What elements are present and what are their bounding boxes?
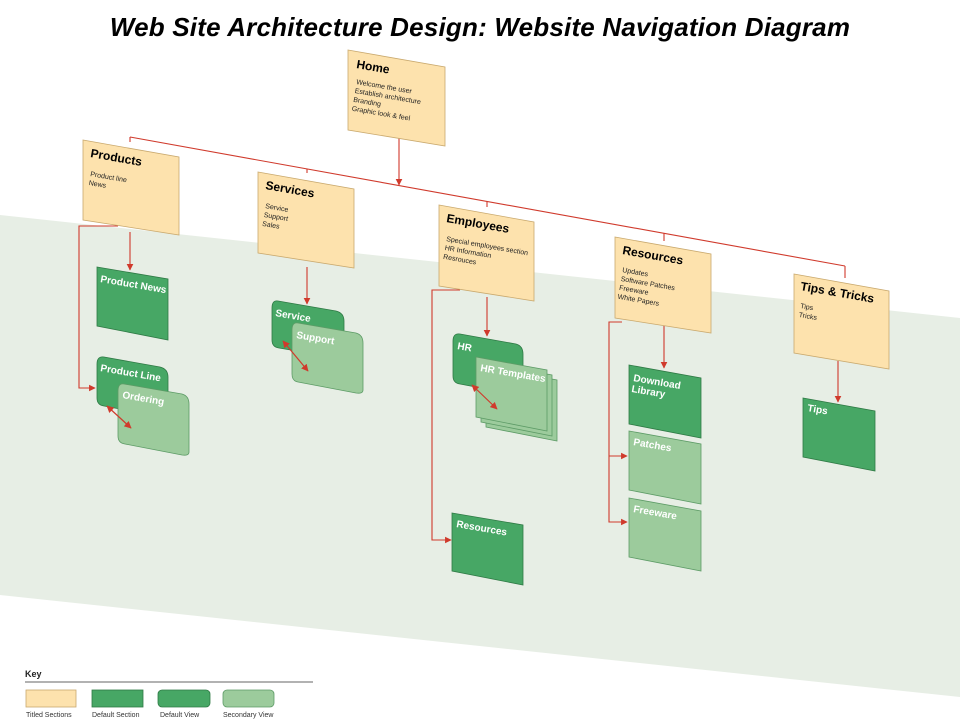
section-home-title: Home bbox=[355, 57, 391, 76]
view-product-news[interactable]: Product News bbox=[96, 266, 169, 341]
key-swatch-titled-section bbox=[25, 689, 77, 708]
key-swatch-default-section bbox=[91, 689, 144, 708]
key-label-default-section: Default Section bbox=[92, 712, 140, 719]
connector-patches-freeware bbox=[608, 321, 628, 526]
section-resources[interactable]: Resources Updates Software Patches Freew… bbox=[614, 236, 712, 334]
connector-resources-page bbox=[431, 289, 460, 544]
view-link-arrows bbox=[106, 340, 498, 429]
key-label-titled-section: Titled Sections bbox=[26, 712, 72, 719]
key-label-secondary-view: Secondary View bbox=[223, 712, 274, 719]
key-label-default-view: Default View bbox=[160, 712, 200, 719]
connectors bbox=[78, 136, 846, 544]
page-title: Web Site Architecture Design: Website Na… bbox=[109, 12, 851, 42]
connector-product-line bbox=[78, 225, 118, 392]
section-resources-line: Updates bbox=[622, 267, 649, 278]
section-resources-line: Freeware bbox=[619, 285, 649, 297]
section-products-line: News bbox=[88, 180, 107, 190]
section-services-line: Service bbox=[265, 203, 289, 214]
section-tips-tricks[interactable]: Tips & Tricks Tips Tricks bbox=[793, 273, 890, 370]
view-tips-label: Tips bbox=[806, 403, 828, 417]
double-arrow bbox=[106, 405, 132, 429]
double-arrow bbox=[471, 384, 498, 410]
section-services-line: Support bbox=[263, 212, 288, 223]
view-ordering[interactable]: Ordering bbox=[117, 383, 190, 456]
view-download-library[interactable]: Download Library bbox=[628, 364, 702, 439]
view-patches[interactable]: Patches bbox=[628, 430, 702, 505]
section-tips-tricks-line: Tips bbox=[800, 303, 814, 312]
double-arrow bbox=[282, 340, 309, 372]
background-band bbox=[0, 215, 960, 697]
section-services[interactable]: Services Service Support Sales bbox=[257, 171, 355, 269]
section-products[interactable]: Products Product line News bbox=[82, 139, 180, 236]
section-home[interactable]: Home Welcome the user Establish architec… bbox=[347, 49, 446, 147]
key-title: Key bbox=[25, 669, 42, 679]
view-support[interactable]: Support bbox=[291, 322, 364, 394]
view-tips[interactable]: Tips bbox=[802, 397, 876, 472]
view-hr-label: HR bbox=[456, 341, 473, 354]
section-services-line: Sales bbox=[262, 221, 281, 231]
section-employees[interactable]: Employees Special employees section HR I… bbox=[438, 204, 535, 302]
view-resources-page[interactable]: Resources bbox=[451, 512, 524, 586]
section-home-line: Branding bbox=[353, 97, 382, 109]
key-swatch-default-view bbox=[157, 689, 211, 708]
key-legend: Key Titled Sections Default Section Defa… bbox=[25, 669, 313, 719]
view-freeware[interactable]: Freeware bbox=[628, 497, 702, 572]
key-swatch-secondary-view bbox=[222, 689, 275, 708]
view-hr-templates[interactable]: HR Templates bbox=[475, 356, 558, 442]
section-tips-tricks-line: Tricks bbox=[798, 312, 818, 322]
